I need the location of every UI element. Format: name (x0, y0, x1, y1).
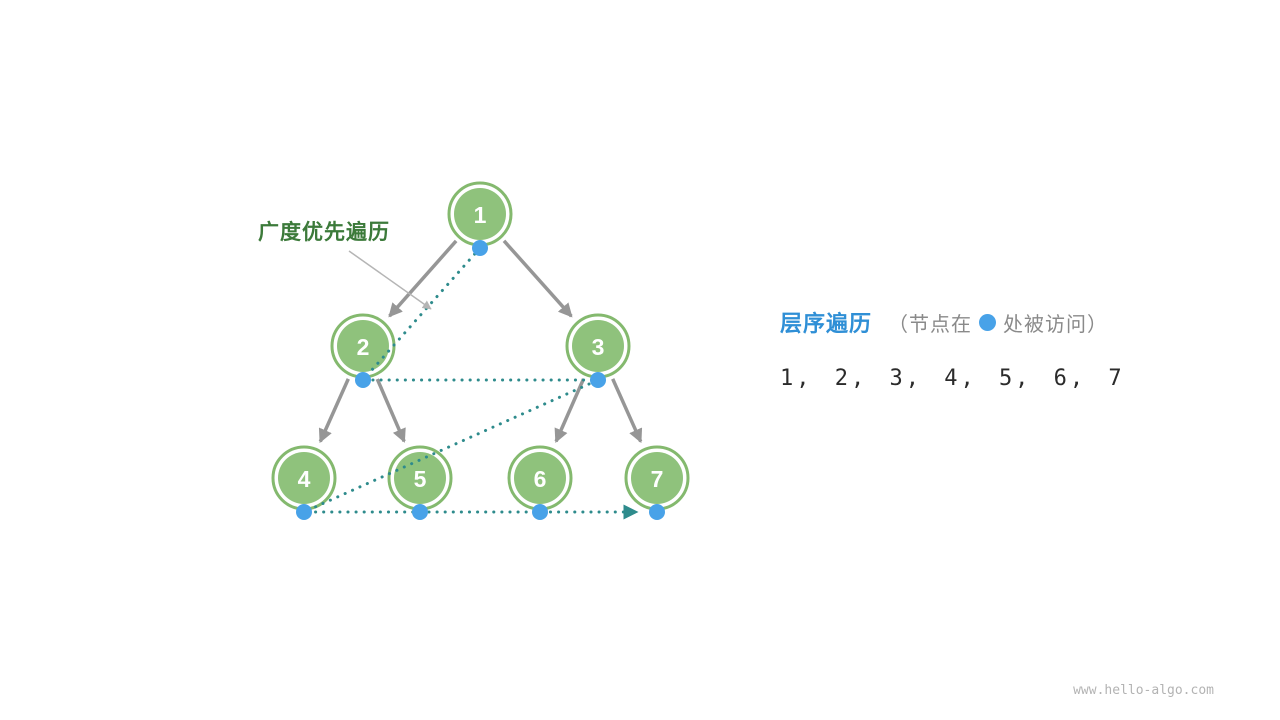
tree-node-label: 3 (592, 334, 605, 360)
bfs-visit-path (303, 246, 639, 520)
tree-node-4: 4 (271, 445, 337, 511)
visit-dot-2 (355, 372, 371, 388)
visit-dot-3 (590, 372, 606, 388)
tree-node-label: 1 (474, 202, 487, 228)
panel-heading: 层序遍历 （节点在 处被访问） (780, 306, 1125, 338)
level-order-panel: 层序遍历 （节点在 处被访问） 1, 2, 3, 4, 5, 6, 7 (780, 306, 1125, 391)
visit-dot-7 (649, 504, 665, 520)
tree-edge (611, 378, 643, 444)
tree-node-label: 6 (534, 466, 547, 492)
visit-dot-5 (412, 504, 428, 520)
tree-node-3: 3 (565, 313, 631, 379)
visit-dot-1 (472, 240, 488, 256)
note-close-text: 处被访问） (1003, 313, 1109, 336)
tree-node-5: 5 (387, 445, 453, 511)
label-pointer-arrow (348, 250, 432, 310)
visit-dot-legend-icon (979, 313, 997, 331)
tree-edge (318, 378, 350, 444)
watermark: www.hello-algo.com (1073, 683, 1214, 698)
tree-edge (375, 378, 406, 443)
tree-edge (388, 239, 458, 318)
tree-node-label: 4 (298, 466, 311, 492)
panel-note: （节点在 处被访问） (888, 308, 1108, 337)
bfs-label: 广度优先遍历 (258, 221, 390, 244)
tree-node-label: 5 (414, 466, 427, 492)
tree-node-7: 7 (624, 445, 690, 511)
tree-node-2: 2 (330, 313, 396, 379)
tree-node-label: 7 (651, 466, 664, 492)
visit-dot-4 (296, 504, 312, 520)
tree-node-1: 1 (447, 181, 513, 247)
level-order-title: 层序遍历 (780, 311, 873, 336)
tree-edge (502, 239, 573, 318)
visit-dot-6 (532, 504, 548, 520)
tree-node-label: 2 (357, 334, 370, 360)
traversal-sequence: 1, 2, 3, 4, 5, 6, 7 (780, 366, 1125, 391)
tree-node-6: 6 (507, 445, 573, 511)
tree-edge (554, 378, 586, 443)
note-open-text: （节点在 (888, 313, 973, 336)
